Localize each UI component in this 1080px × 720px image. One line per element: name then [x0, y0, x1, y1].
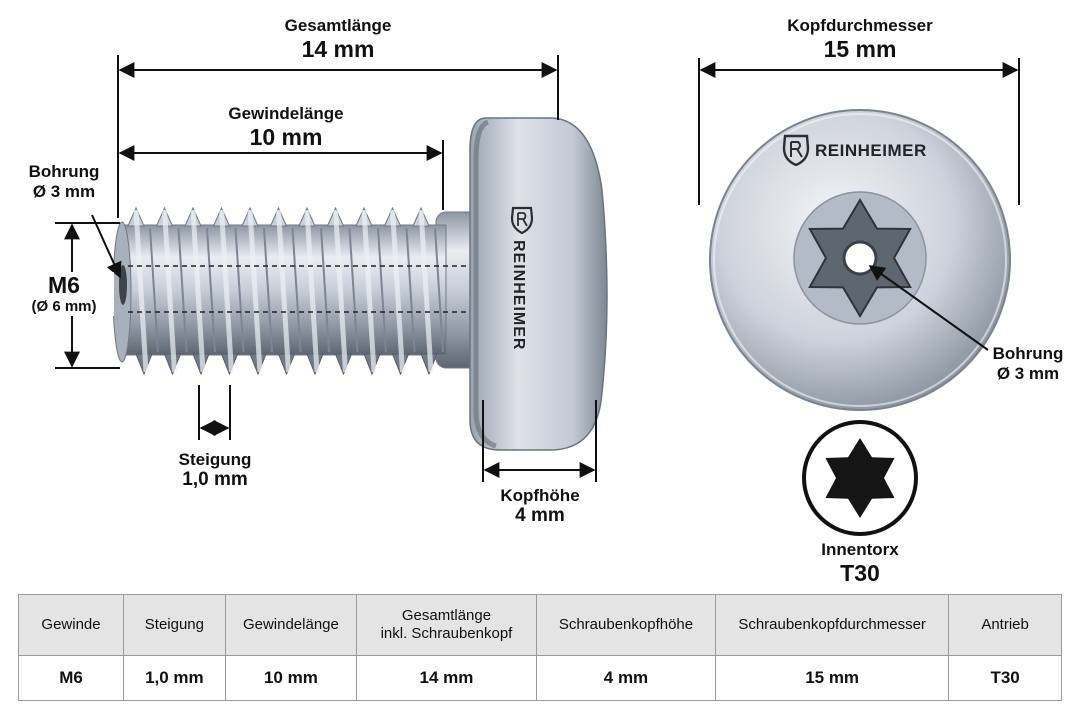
screw-diagram: REINHEIMER REINHEIMER [55, 55, 1020, 536]
spec-value-cell: 14 mm [356, 655, 537, 701]
top-logo [782, 134, 810, 167]
spec-value-cell: 1,0 mm [123, 655, 226, 701]
spec-header-cell: Gewindelänge [224, 594, 358, 656]
thread-root [206, 227, 216, 353]
spec-header-cell: Steigung [123, 594, 226, 656]
label-gewindelaenge: Gewindelänge 10 mm [186, 104, 386, 150]
bohrung-top-value: Ø 3 mm [996, 364, 1060, 383]
torx-star-icon [825, 438, 895, 518]
gewindelaenge-value: 10 mm [249, 124, 323, 150]
gesamtlaenge-title: Gesamtlänge [284, 16, 392, 35]
thread-root [177, 227, 188, 353]
label-kopfhoehe: Kopfhöhe 4 mm [480, 486, 600, 526]
thread-crest [333, 209, 348, 373]
thread-root [263, 227, 273, 353]
thread-root [320, 227, 330, 353]
thread-crest [418, 209, 434, 373]
thread-root [234, 227, 245, 353]
spec-value-cell: T30 [948, 655, 1062, 701]
brand-text-vertical: REINHEIMER [510, 240, 527, 350]
spec-value-cell: 4 mm [535, 655, 717, 701]
thread-crest [162, 209, 177, 373]
label-bohrung-side: Bohrung Ø 3 mm [14, 162, 114, 202]
label-m6: M6 (Ø 6 mm) [14, 272, 114, 316]
thread-root [291, 227, 302, 353]
screw-side-view: REINHEIMER [112, 117, 608, 451]
spec-value-cell: 10 mm [224, 655, 358, 701]
dimension-lines [55, 55, 1020, 482]
m6-title: M6 [48, 272, 80, 298]
m6-value: (Ø 6 mm) [31, 298, 97, 315]
brand-shield-icon [510, 206, 534, 235]
thread-root [377, 227, 387, 353]
thread-root [149, 227, 159, 353]
kopfhoehe-value: 4 mm [515, 505, 565, 526]
thread-crest [247, 209, 263, 373]
spec-header-cell: Schraubenkopfdurchmesser [715, 594, 950, 656]
bohrung-side-value: Ø 3 mm [32, 182, 96, 201]
brand-shield-icon-top [782, 134, 810, 167]
bohrung-hole-side [119, 265, 127, 305]
head-rim-shading [473, 119, 497, 449]
thread-root [405, 227, 416, 353]
thread-root [348, 227, 359, 353]
kopfdurchmesser-title: Kopfdurchmesser [787, 16, 933, 35]
screw-top-view: REINHEIMER [709, 109, 1011, 411]
bohrung-side-title: Bohrung [28, 162, 100, 181]
spec-header-cell: Schraubenkopfhöhe [535, 594, 717, 656]
steigung-value: 1,0 mm [182, 469, 248, 490]
kopfdurchmesser-value: 15 mm [823, 36, 897, 62]
bohrung-hole-top [842, 240, 878, 276]
spec-value-cell: 15 mm [715, 655, 950, 701]
bohrung-top-title: Bohrung [992, 344, 1064, 363]
label-innentorx: Innentorx T30 [790, 540, 930, 586]
label-steigung: Steigung 1,0 mm [150, 450, 280, 490]
thread-crest [190, 209, 206, 373]
screw-head-side [469, 117, 608, 451]
gesamtlaenge-value: 14 mm [301, 36, 375, 62]
thread-crest [219, 209, 234, 373]
spec-header-cell: Antrieb [948, 594, 1062, 656]
thread-teeth [127, 206, 444, 376]
innentorx-value: T30 [840, 560, 880, 586]
thread-crest [361, 209, 377, 373]
torx-icon [802, 420, 918, 536]
label-gesamtlaenge: Gesamtlänge 14 mm [238, 16, 438, 62]
steigung-title: Steigung [178, 450, 252, 469]
thread-root [434, 227, 444, 353]
gewindelaenge-title: Gewindelänge [228, 104, 344, 123]
brand-text-top: REINHEIMER [815, 141, 927, 160]
kopfhoehe-title: Kopfhöhe [500, 486, 580, 505]
thread-crest [390, 209, 405, 373]
bohrung-top-pointer [868, 265, 989, 351]
innentorx-title: Innentorx [821, 540, 899, 559]
thread-crest [276, 209, 291, 373]
thread-crest [304, 209, 320, 373]
spec-header-cell: Gewinde [17, 594, 125, 656]
spec-value-cell: M6 [17, 655, 125, 701]
thread-crest [133, 209, 149, 373]
label-kopfdurchmesser: Kopfdurchmesser 15 mm [760, 16, 960, 62]
label-bohrung-top: Bohrung Ø 3 mm [978, 344, 1078, 384]
head-logo [510, 206, 534, 235]
bohrung-side-pointer [91, 214, 122, 279]
